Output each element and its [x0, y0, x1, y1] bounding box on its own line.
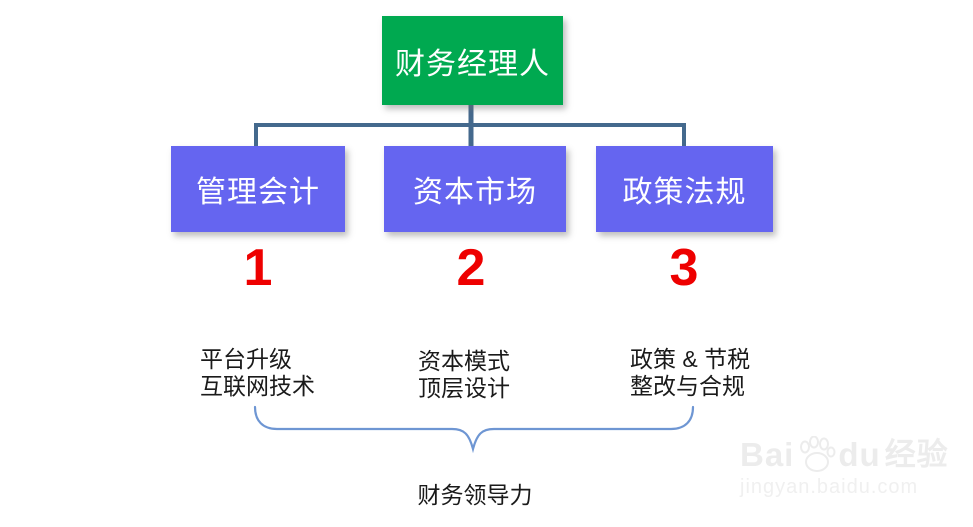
brace-shape	[253, 405, 695, 454]
branch-node-capital-market: 资本市场	[384, 146, 566, 232]
watermark-url: jingyan.baidu.com	[740, 476, 919, 498]
paw-icon	[800, 436, 836, 472]
watermark-brand-prefix: Bai	[740, 436, 795, 473]
summary-label: 财务领导力	[417, 482, 533, 508]
branch-description-3: 政策 & 节税 整改与合规	[630, 346, 750, 400]
root-node: 财务经理人	[382, 16, 563, 105]
branch-description-2: 资本模式 顶层设计	[418, 348, 510, 402]
watermark-brand-cn: 经验	[884, 437, 949, 472]
branch-node-policy-regulation: 政策法规	[596, 146, 773, 232]
root-node-label: 财务经理人	[395, 47, 550, 81]
watermark: Bai du 经验 jingyan.baidu.com	[740, 436, 949, 499]
watermark-brand-suffix: du	[838, 436, 881, 473]
branch-node-label: 资本市场	[413, 176, 537, 209]
description-line: 政策 & 节税	[630, 346, 751, 372]
branch-description-1: 平台升级 互联网技术	[200, 346, 315, 400]
step-number-2: 2	[456, 239, 486, 297]
branch-node-management-accounting: 管理会计	[171, 146, 345, 232]
step-number-1: 1	[243, 239, 273, 297]
step-number-3: 3	[669, 239, 699, 297]
description-line: 资本模式	[418, 348, 510, 374]
branch-node-label: 管理会计	[196, 176, 320, 209]
description-line: 顶层设计	[418, 375, 510, 401]
branch-node-label: 政策法规	[622, 176, 747, 209]
description-line: 互联网技术	[200, 373, 315, 399]
description-line: 平台升级	[200, 346, 292, 372]
watermark-brand: Bai du 经验	[740, 436, 949, 474]
description-line: 整改与合规	[630, 373, 745, 399]
